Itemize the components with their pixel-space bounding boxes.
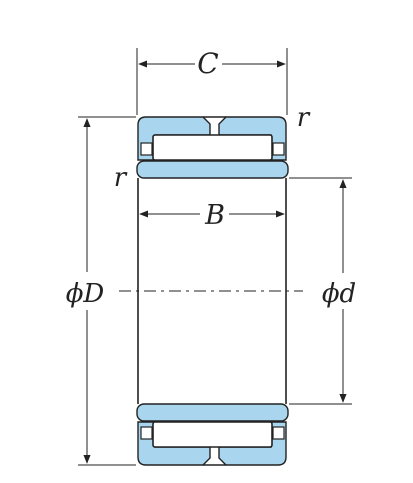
bottom-inner-ring xyxy=(136,403,289,422)
label-b: B xyxy=(204,200,225,231)
label-r-side: r xyxy=(114,163,128,193)
top-roller xyxy=(152,134,273,161)
bottom-cage-left xyxy=(140,426,153,440)
bottom-roller xyxy=(152,421,273,448)
dimension-inner-diameter: ϕd xyxy=(289,177,356,405)
bottom-outer-ring-right xyxy=(218,421,287,466)
bottom-bearing-section xyxy=(136,403,289,466)
bottom-outer-ring-left xyxy=(137,421,211,466)
top-cage-right xyxy=(272,142,285,156)
label-r-top: r xyxy=(297,103,311,133)
dimension-b: B xyxy=(139,200,285,231)
top-bearing-section xyxy=(136,116,289,179)
label-phi-d-outer: ϕD xyxy=(66,279,105,309)
bottom-cage-right xyxy=(272,426,285,440)
dimension-outer-diameter: ϕD xyxy=(66,116,136,466)
top-outer-ring-left xyxy=(137,116,211,161)
dimension-c: C xyxy=(136,47,288,115)
label-phi-d-inner: ϕd xyxy=(322,279,356,309)
label-c: C xyxy=(197,47,218,80)
top-outer-ring-right xyxy=(218,116,287,161)
top-cage-left xyxy=(140,142,153,156)
top-inner-ring xyxy=(136,160,289,179)
